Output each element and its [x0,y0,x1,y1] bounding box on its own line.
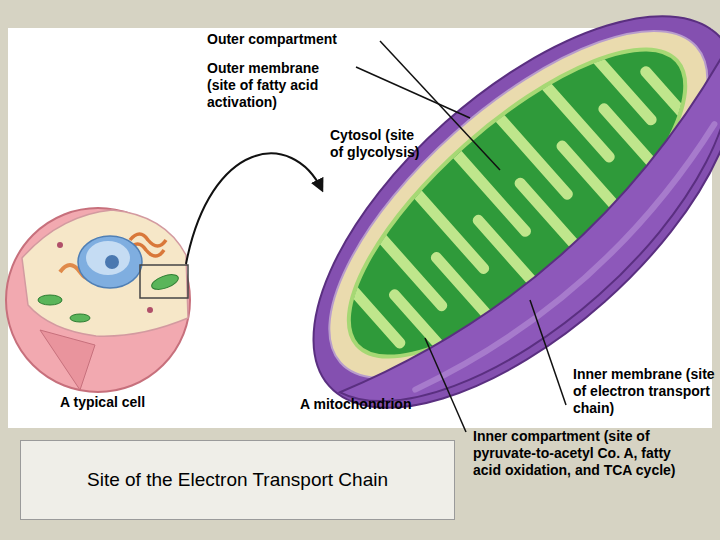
callout-label: A typical cell [60,394,210,411]
callout-label: Outer membrane (site of fatty acid activ… [207,60,332,111]
nucleus [78,236,142,288]
leader-line [425,338,466,432]
small-mitochondrion [70,314,90,322]
cell-cut-wedge [40,330,95,390]
cell-illustration [6,153,322,392]
nucleus-inner [86,241,130,275]
small-mitochondrion [150,272,180,293]
slide-title: Site of the Electron Transport Chain [87,469,388,491]
small-mitochondrion [38,295,62,305]
cell-membrane [6,208,190,392]
mitochondrion-illustration [249,0,720,476]
ribosome [147,307,153,313]
nucleolus [105,255,119,269]
ribosome [57,242,63,248]
outer-membrane [249,0,720,476]
title-box: Site of the Electron Transport Chain [20,440,455,520]
zoom-box [140,265,188,298]
zoom-arrow [186,153,322,264]
callout-label: Outer compartment [207,31,407,48]
callout-label: Inner membrane (site of electron transpo… [573,366,720,417]
leader-line [530,300,566,405]
leader-line [356,67,470,118]
callout-label: Inner compartment (site of pyruvate-to-a… [473,428,688,479]
cytoplasm-cutaway [22,210,188,336]
callout-label: A mitochondrion [300,396,480,413]
callout-label: Cytosol (site of glycolysis) [330,127,420,161]
